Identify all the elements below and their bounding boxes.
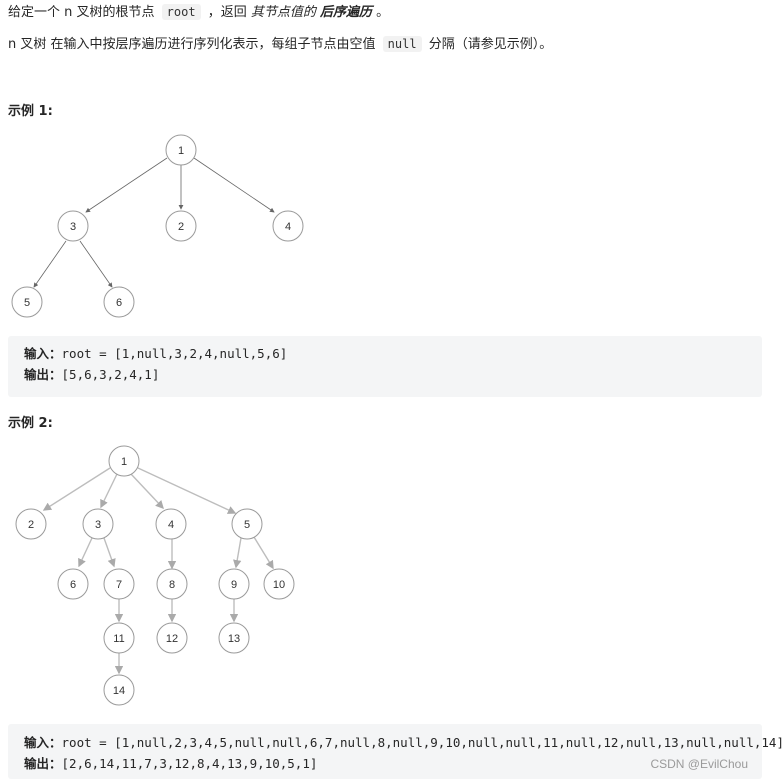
- svg-text:13: 13: [228, 633, 240, 645]
- svg-text:5: 5: [244, 519, 250, 531]
- svg-text:6: 6: [70, 579, 76, 591]
- tree-edge: [100, 473, 118, 509]
- tree-edge: [103, 537, 116, 568]
- tree-edge: [253, 536, 274, 570]
- tree-edge: [79, 240, 113, 288]
- svg-text:11: 11: [113, 633, 124, 645]
- statement-text: ，返回: [207, 5, 247, 20]
- example-2-io-block: 输入：root = [1,null,2,3,4,5,null,null,6,7,…: [8, 724, 784, 779]
- svg-text:9: 9: [231, 579, 237, 591]
- input-value: root = [1,null,3,2,4,null,5,6]: [61, 346, 288, 361]
- tree-node: 3: [57, 210, 89, 242]
- tree-node: 11: [103, 622, 135, 654]
- svg-text:7: 7: [116, 579, 122, 591]
- svg-text:6: 6: [116, 297, 122, 309]
- input-label: 输入：: [24, 346, 62, 361]
- tree-node: 2: [15, 508, 47, 540]
- output-label: 输出：: [24, 367, 62, 382]
- example-1-heading: 示例 1:: [8, 104, 53, 119]
- note-text: 分隔（请参见示例）。: [428, 37, 553, 52]
- tree-node: 1: [108, 445, 140, 477]
- svg-text:1: 1: [121, 456, 127, 468]
- output-label: 输出：: [24, 756, 62, 771]
- tree-node: 2: [165, 210, 197, 242]
- tree-edge: [33, 240, 67, 288]
- tree-node: 7: [103, 568, 135, 600]
- svg-text:10: 10: [273, 579, 285, 591]
- tree-node: 13: [218, 622, 250, 654]
- output-value: [5,6,3,2,4,1]: [61, 367, 160, 382]
- tree-node: 4: [272, 210, 304, 242]
- statement-text: 给定一个 n 叉树的根节点: [8, 5, 155, 20]
- note-text: n 叉树 在输入中按层序遍历进行序列化表示，每组子节点由空值: [8, 37, 376, 52]
- tree-edge: [137, 467, 237, 514]
- tree-node: 5: [231, 508, 263, 540]
- svg-text:4: 4: [285, 221, 291, 233]
- statement-emphasis: 其节点值的: [250, 5, 316, 20]
- tree-edge: [78, 537, 93, 568]
- tree-edge: [233, 537, 242, 569]
- svg-text:12: 12: [166, 633, 178, 645]
- tree-node: 1: [165, 134, 197, 166]
- svg-text:3: 3: [95, 519, 101, 531]
- statement-strong: 后序遍历: [320, 5, 373, 20]
- tree-edge: [193, 157, 275, 213]
- svg-text:14: 14: [113, 685, 125, 697]
- tree-node: 12: [156, 622, 188, 654]
- svg-text:2: 2: [178, 221, 184, 233]
- tree-edge: [130, 473, 164, 510]
- input-value: root = [1,null,2,3,4,5,null,null,6,7,nul…: [61, 735, 784, 750]
- root-code: root: [161, 4, 201, 20]
- output-value: [2,6,14,11,7,3,12,8,4,13,9,10,5,1]: [61, 756, 318, 771]
- tree-node: 14: [103, 674, 135, 706]
- tree-edge: [42, 467, 111, 511]
- tree-node: 6: [57, 568, 89, 600]
- tree-node: 8: [156, 568, 188, 600]
- svg-text:1: 1: [178, 145, 184, 157]
- svg-text:3: 3: [70, 221, 76, 233]
- tree-node: 4: [155, 508, 187, 540]
- svg-text:2: 2: [28, 519, 34, 531]
- statement-text: 。: [376, 5, 390, 20]
- input-label: 输入：: [24, 735, 62, 750]
- csdn-watermark: CSDN @EvilChou: [650, 757, 748, 771]
- example-2-heading: 示例 2:: [8, 416, 53, 431]
- example-1-io-block: 输入：root = [1,null,3,2,4,null,5,6] 输出：[5,…: [8, 336, 762, 397]
- example-1-tree-diagram: 1 3 2 4 5 6: [11, 134, 304, 318]
- example-2-tree-diagram: 1 2 3 4 5 6 7 8 9 10 11 12 13 14: [15, 445, 295, 706]
- null-code: null: [382, 36, 422, 52]
- tree-edge: [85, 157, 168, 213]
- serialization-note: n 叉树 在输入中按层序遍历进行序列化表示，每组子节点由空值 null 分隔（请…: [8, 35, 552, 54]
- svg-text:8: 8: [169, 579, 175, 591]
- tree-node: 10: [263, 568, 295, 600]
- tree-node: 5: [11, 286, 43, 318]
- svg-text:4: 4: [168, 519, 174, 531]
- tree-node: 9: [218, 568, 250, 600]
- tree-node: 3: [82, 508, 114, 540]
- problem-statement: 给定一个 n 叉树的根节点 root ，返回 其节点值的 后序遍历 。: [8, 3, 389, 22]
- svg-text:5: 5: [24, 297, 30, 309]
- tree-node: 6: [103, 286, 135, 318]
